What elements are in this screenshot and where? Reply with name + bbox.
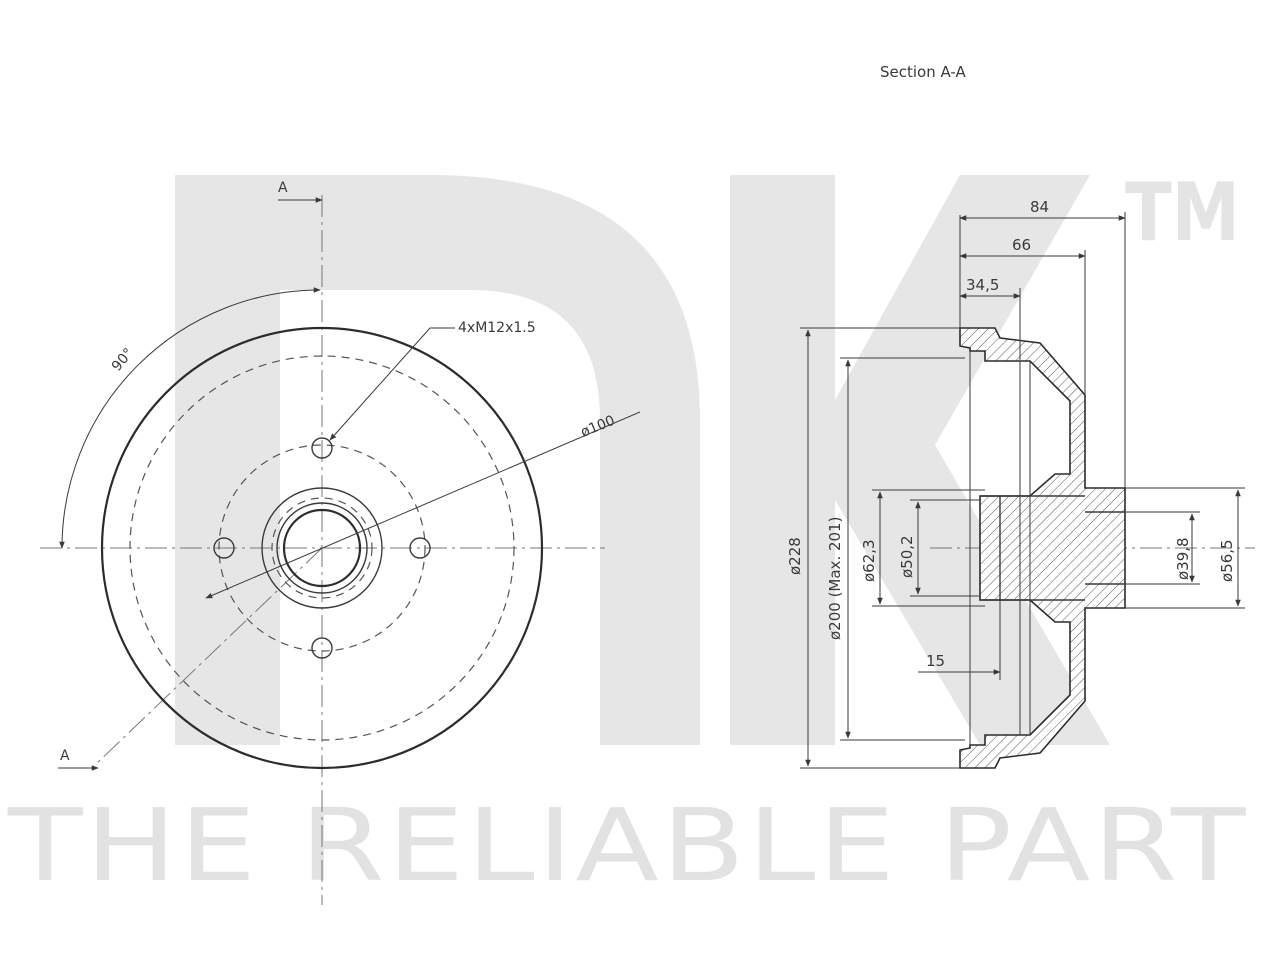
front-view: A A 90° 4xM12x1.5 ø100 bbox=[40, 180, 641, 905]
dim-15-label: 15 bbox=[926, 652, 945, 670]
dim-56-5-label: ø56,5 bbox=[1218, 539, 1236, 582]
watermark: TM THE RELIABLE PART bbox=[7, 166, 1248, 904]
watermark-trademark: TM bbox=[1125, 166, 1240, 259]
dim-228-label: ø228 bbox=[786, 537, 804, 575]
dim-200-label: ø200 (Max. 201) bbox=[826, 517, 844, 640]
section-view: 84 66 34,5 15 ø228 ø200 (Max. 201) ø62,3… bbox=[786, 198, 1255, 769]
dim-50-2-label: ø50,2 bbox=[898, 535, 916, 578]
bolt-hole-right bbox=[409, 537, 431, 559]
watermark-tagline: THE RELIABLE PART bbox=[7, 787, 1248, 904]
dim-62-3-label: ø62,3 bbox=[860, 539, 878, 582]
section-mark-bottom-label: A bbox=[60, 748, 70, 764]
watermark-logo-k bbox=[730, 175, 1110, 745]
angle-arc bbox=[59, 287, 321, 549]
pcd-leader bbox=[205, 411, 641, 599]
dim-66-label: 66 bbox=[1012, 236, 1031, 254]
section-title: Section A-A bbox=[880, 63, 967, 81]
watermark-logo-n bbox=[175, 175, 700, 745]
bolt-leader bbox=[329, 327, 455, 441]
bolt-label: 4xM12x1.5 bbox=[458, 320, 536, 336]
dim-84-label: 84 bbox=[1030, 198, 1049, 216]
section-line-diagonal bbox=[94, 547, 323, 766]
section-mark-top-label: A bbox=[278, 180, 288, 196]
dim-34-5-label: 34,5 bbox=[966, 276, 999, 294]
dim-39-8-label: ø39,8 bbox=[1174, 537, 1192, 580]
bolt-hole-bottom bbox=[311, 637, 333, 659]
